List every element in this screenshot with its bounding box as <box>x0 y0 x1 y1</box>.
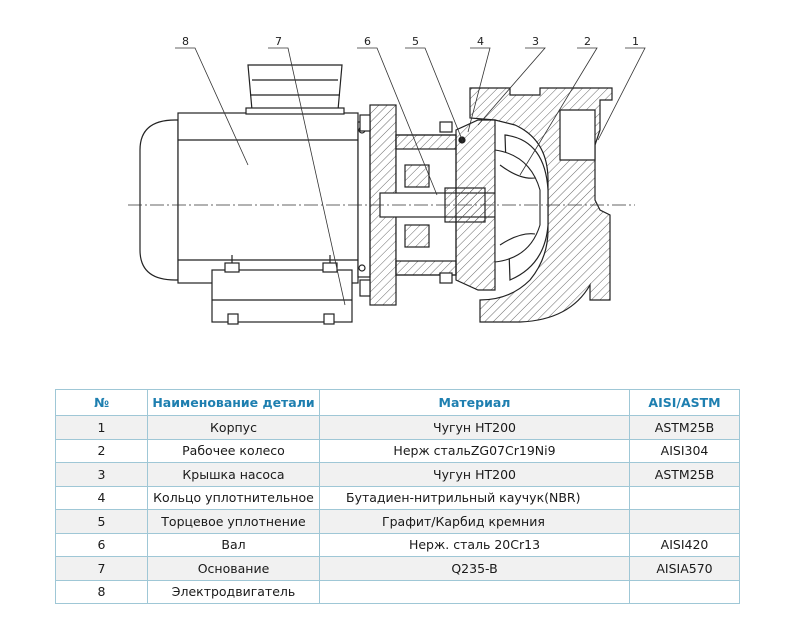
callout-2: 2 <box>584 35 591 48</box>
cell-aisi: ASTM25B <box>629 415 740 440</box>
cell-aisi <box>629 509 740 534</box>
cell-number: 7 <box>55 556 148 581</box>
cell-number: 3 <box>55 462 148 487</box>
cell-material: Графит/Карбид кремния <box>319 509 630 534</box>
cell-number: 5 <box>55 509 148 534</box>
cell-material: Бутадиен-нитрильный каучук(NBR) <box>319 485 630 510</box>
callout-6: 6 <box>364 35 371 48</box>
table-row: 3 Крышка насоса Чугун HT200 ASTM25B <box>55 462 740 487</box>
callout-3: 3 <box>532 35 539 48</box>
table-row: 2 Рабочее колесо Нерж стальZG07Cr19Ni9 A… <box>55 438 740 463</box>
header-aisi-astm: AISI/ASTM <box>629 389 740 416</box>
cell-aisi: AISIA570 <box>629 556 740 581</box>
cell-part-name: Рабочее колесо <box>147 438 320 463</box>
cell-part-name: Вал <box>147 532 320 557</box>
cell-part-name: Электродвигатель <box>147 579 320 604</box>
callout-1: 1 <box>632 35 639 48</box>
cell-number: 4 <box>55 485 148 510</box>
cell-material: Q235-B <box>319 556 630 581</box>
cell-part-name: Торцевое уплотнение <box>147 509 320 534</box>
table-row: 8 Электродвигатель <box>55 579 740 604</box>
table-row: 1 Корпус Чугун HT200 ASTM25B <box>55 415 740 440</box>
cell-aisi: ASTM25B <box>629 462 740 487</box>
cell-part-name: Основание <box>147 556 320 581</box>
callout-7: 7 <box>275 35 282 48</box>
cell-number: 6 <box>55 532 148 557</box>
cell-aisi: AISI304 <box>629 438 740 463</box>
table-row: 6 Вал Нерж. сталь 20Cr13 AISI420 <box>55 532 740 557</box>
cell-material: Нерж. сталь 20Cr13 <box>319 532 630 557</box>
cell-material: Нерж стальZG07Cr19Ni9 <box>319 438 630 463</box>
cell-material <box>319 579 630 604</box>
callout-4: 4 <box>477 35 484 48</box>
header-material: Материал <box>319 389 630 416</box>
cell-aisi: AISI420 <box>629 532 740 557</box>
callout-8: 8 <box>182 35 189 48</box>
base <box>211 255 353 325</box>
cell-part-name: Крышка насоса <box>147 462 320 487</box>
motor <box>139 64 371 284</box>
callout-labels: 8 7 6 5 4 3 2 1 <box>182 35 639 48</box>
table-row: 4 Кольцо уплотнительное Бутадиен-нитриль… <box>55 485 740 510</box>
callout-5: 5 <box>412 35 419 48</box>
impeller <box>494 149 541 263</box>
cell-number: 8 <box>55 579 148 604</box>
header-number: № <box>55 389 148 416</box>
callout-leaders <box>175 47 646 306</box>
table-header-row: № Наименование детали Материал AISI/ASTM <box>55 389 740 416</box>
table-row: 7 Основание Q235-B AISIA570 <box>55 556 740 581</box>
table-row: 5 Торцевое уплотнение Графит/Карбид крем… <box>55 509 740 534</box>
cell-aisi <box>629 579 740 604</box>
cell-material: Чугун HT200 <box>319 462 630 487</box>
cell-part-name: Кольцо уплотнительное <box>147 485 320 510</box>
cell-aisi <box>629 485 740 510</box>
cell-number: 1 <box>55 415 148 440</box>
cell-material: Чугун HT200 <box>319 415 630 440</box>
parts-table: № Наименование детали Материал AISI/ASTM… <box>55 389 740 604</box>
cell-part-name: Корпус <box>147 415 320 440</box>
pump-cross-section-drawing: 8 7 6 5 4 3 2 1 <box>128 35 646 325</box>
cell-number: 2 <box>55 438 148 463</box>
header-part-name: Наименование детали <box>147 389 320 416</box>
